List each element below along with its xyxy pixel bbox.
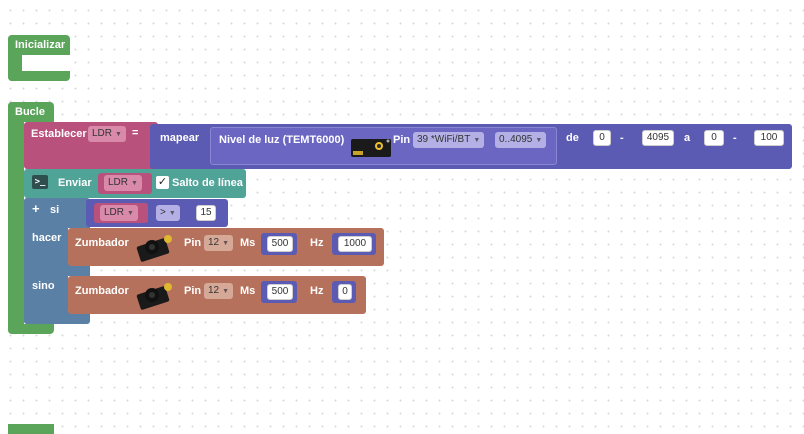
to-max-input[interactable]: 100 <box>754 130 784 146</box>
compare-variable-dropdown[interactable]: LDR▼ <box>100 205 138 221</box>
from-label: de <box>566 132 579 144</box>
serial-variable-block[interactable]: LDR▼ <box>98 173 152 194</box>
sensor-pin-dropdown[interactable]: 39 *WiFi/BT▼ <box>413 132 485 148</box>
buzzer-module-icon <box>136 232 176 262</box>
buzzer-else-pin-dropdown[interactable]: 12▼ <box>204 283 234 299</box>
buzzer-do-hz-input[interactable]: 1000 <box>338 236 372 252</box>
buzzer-else-ms-label: Ms <box>240 285 256 297</box>
setup-block-header <box>8 35 70 55</box>
light-sensor-module-icon <box>349 137 393 159</box>
set-variable-label: Establecer <box>31 128 87 140</box>
compare-variable-block[interactable]: LDR▼ <box>94 203 148 223</box>
from-min-input[interactable]: 0 <box>593 130 611 146</box>
buzzer-else-label: Zumbador <box>75 285 129 297</box>
setup-block[interactable]: Inicializar <box>8 35 70 81</box>
buzzer-do-label: Zumbador <box>75 237 129 249</box>
buzzer-do-pin-label: Pin <box>184 237 202 249</box>
buzzer-block-else[interactable]: Zumbador Pin 12▼ Ms 500 Hz 0 <box>68 276 366 314</box>
set-variable-block[interactable]: Establecer LDR▼ = <box>24 122 158 169</box>
map-label: mapear <box>160 132 200 144</box>
serial-send-label: Enviar <box>58 177 92 189</box>
light-sensor-block[interactable]: Nivel de luz (TEMT6000) Pin 39 *WiFi/BT▼… <box>210 127 557 165</box>
buzzer-do-hz-label: Hz <box>310 237 324 249</box>
buzzer-else-pin-label: Pin <box>184 285 202 297</box>
dash-label-1: - <box>620 132 624 144</box>
terminal-icon: >_ <box>32 175 48 189</box>
else-label: sino <box>32 280 55 292</box>
if-label: si <box>50 204 60 216</box>
compare-block[interactable]: LDR▼ >▼ 15 <box>86 199 228 227</box>
newline-label: Salto de línea <box>172 177 243 189</box>
buzzer-else-ms-input[interactable]: 500 <box>267 284 293 300</box>
setup-block-label: Inicializar <box>15 39 66 51</box>
serial-print-block[interactable]: >_ Enviar LDR▼ ✓ Salto de línea <box>24 169 246 198</box>
dash-label-2: - <box>733 132 737 144</box>
buzzer-else-hz-input[interactable]: 0 <box>338 284 352 300</box>
equals-label: = <box>132 127 139 139</box>
buzzer-module-icon <box>136 280 176 310</box>
serial-variable-dropdown[interactable]: LDR▼ <box>104 175 142 191</box>
compare-value-input[interactable]: 15 <box>196 205 216 221</box>
compare-operator-dropdown[interactable]: >▼ <box>156 205 180 221</box>
newline-checkbox[interactable]: ✓ <box>156 176 169 189</box>
buzzer-do-ms-input[interactable]: 500 <box>267 236 293 252</box>
setup-block-footer <box>8 71 70 81</box>
buzzer-else-hz-label: Hz <box>310 285 324 297</box>
light-sensor-label: Nivel de luz (TEMT6000) <box>219 134 345 146</box>
if-mutator-plus-icon[interactable]: + <box>32 201 40 216</box>
sensor-range-dropdown[interactable]: 0..4095▼ <box>495 132 547 148</box>
set-variable-dropdown[interactable]: LDR▼ <box>88 126 126 142</box>
from-max-input[interactable]: 4095 <box>642 130 674 146</box>
if-else-block[interactable]: + si hacer sino <box>24 198 90 324</box>
sensor-pin-label: Pin <box>393 134 411 146</box>
map-block[interactable]: mapear Nivel de luz (TEMT6000) Pin 39 *W… <box>150 124 792 169</box>
do-label: hacer <box>32 232 62 244</box>
setup-block-spine <box>8 35 22 81</box>
buzzer-block-do[interactable]: Zumbador Pin 12▼ Ms 500 Hz 1000 <box>68 228 384 266</box>
buzzer-do-pin-dropdown[interactable]: 12▼ <box>204 235 234 251</box>
to-label: a <box>684 132 691 144</box>
buzzer-do-ms-label: Ms <box>240 237 256 249</box>
to-min-input[interactable]: 0 <box>704 130 724 146</box>
loop-block-label: Bucle <box>15 106 45 118</box>
